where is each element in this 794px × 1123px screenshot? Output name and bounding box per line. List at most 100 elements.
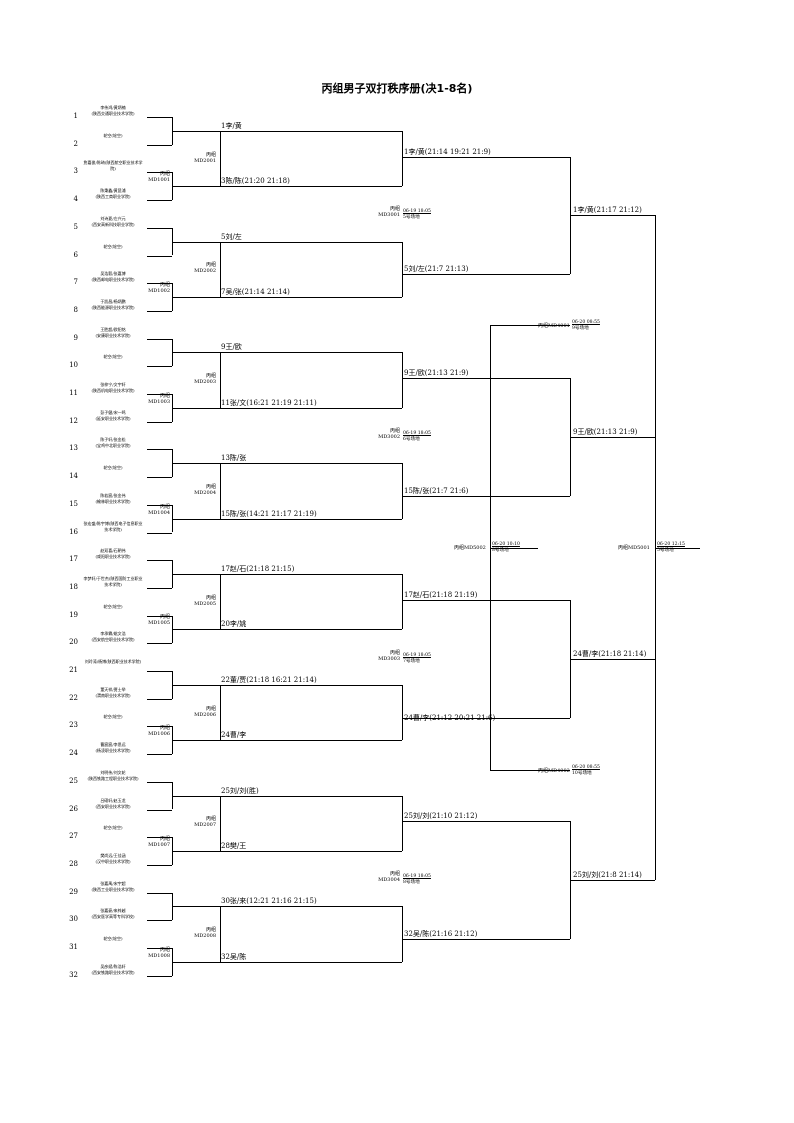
bracket-line (172, 518, 220, 520)
entry-seed: 26 (69, 804, 78, 813)
match-code: 丙组 MD2005 (194, 594, 216, 607)
r1-winner: 25刘/刘(胜) (221, 786, 259, 795)
sf-line (570, 658, 655, 660)
qf-line (402, 717, 570, 719)
match-code: 丙组MD4001 (538, 323, 570, 329)
entry-seed: 3 (73, 167, 78, 176)
bracket-line (172, 407, 220, 409)
r1-winner: 30张/来(12:21 21:16 21:15) (221, 897, 317, 906)
qf-top: 1李/黄(21:14 19:21 21:9) (404, 147, 491, 156)
bracket-line (220, 795, 221, 852)
bracket-line (402, 795, 403, 852)
qf-top: 17赵/石(21:18 21:19) (404, 590, 478, 599)
bracket-line (402, 463, 403, 519)
bracket-line (172, 684, 220, 686)
bracket-line (402, 574, 403, 630)
entry-name: 樊尚远/王佳涵 (汉中职业技术学院) (95, 852, 131, 864)
r1-winner: 5刘/左 (221, 232, 242, 241)
round-line (220, 407, 402, 409)
entry-seed: 27 (69, 832, 78, 841)
bracket-line (490, 325, 491, 770)
sf-line (570, 437, 655, 439)
entry-line (147, 394, 172, 395)
page-title: 丙组男子双打秩序册(决1-8名) (321, 82, 473, 95)
entry-line (147, 421, 172, 423)
bracket-line (172, 837, 173, 865)
round-line (220, 961, 402, 963)
bracket-line (172, 906, 220, 908)
round-line (220, 574, 402, 576)
qf-line (402, 378, 570, 380)
entry-name: 轮空(轮空) (103, 465, 123, 471)
entry-seed: 28 (69, 859, 78, 868)
entry-line (147, 504, 172, 506)
bracket-line (220, 574, 221, 630)
entry-name: 曹宸宸/李思远 (杨凌职业技术学院) (95, 742, 131, 754)
entry-line (147, 227, 172, 229)
bracket-line (172, 726, 173, 755)
entry-line (147, 837, 172, 839)
qf-bottom: 32吴/陈(21:16 21:12) (404, 930, 478, 939)
sf-bottom: 25刘/刘(21:8 21:14) (573, 871, 642, 880)
match-court: 8号场地 (403, 880, 420, 886)
bracket-line (172, 283, 173, 311)
qf-bottom: 5刘/左(21:7 21:13) (404, 265, 469, 274)
entry-seed: 25 (69, 776, 78, 785)
bracket-line (220, 463, 221, 519)
entry-line (147, 144, 172, 146)
entry-seed: 12 (69, 416, 78, 425)
match-code: 丙组 MD3003 (378, 649, 400, 662)
entry-name: 张梓宁/文宇轩 (陕西机电职业技术学院) (91, 382, 135, 393)
entry-line (147, 726, 172, 728)
bracket-line (172, 463, 220, 465)
bracket-line (172, 186, 220, 188)
qf-line (402, 599, 570, 601)
entry-seed: 17 (69, 555, 78, 564)
entry-name: 轮空(轮空) (103, 354, 123, 360)
round-line (220, 629, 402, 631)
entry-seed: 29 (69, 887, 78, 896)
r1-loser: 3陈/陈(21:20 21:18) (221, 177, 290, 186)
round-line (220, 851, 402, 853)
round-line (220, 241, 402, 243)
bracket-line (402, 684, 403, 741)
bracket-line (402, 352, 403, 408)
r1-winner: 9王/欧 (221, 343, 242, 352)
r1-winner: 1李/黄 (221, 121, 242, 130)
match-code: 丙组 MD2006 (194, 705, 216, 718)
bracket-line (172, 629, 220, 631)
match-code: 丙组MD4002 (538, 768, 570, 774)
bracket-line (402, 241, 403, 298)
bracket-line (172, 560, 173, 588)
entry-seed: 23 (69, 721, 78, 730)
entry-name: 张嘉豪/来梓越 (西安医学高等专科学校) (91, 908, 135, 920)
entry-line (147, 310, 172, 312)
third-line (490, 548, 538, 549)
match-court: 5号场地 (403, 215, 420, 221)
final-code: 丙组MD5001 (618, 545, 650, 551)
bracket-line (570, 378, 571, 496)
entry-name: 吕硕轩/赵玉龙 (西安职业技术学院) (95, 797, 131, 809)
entry-seed: 14 (69, 472, 78, 481)
entry-name: 张嘉禹/宋宇超 (陕西工业职业技术学院) (91, 880, 135, 892)
match-code: 丙组 MD3001 (378, 206, 400, 219)
entry-line (147, 615, 172, 617)
entry-line (147, 948, 172, 949)
entry-name: 吴浩毅/张嘉博 (陕西邮电职业技术学院) (91, 271, 135, 283)
bracket-line (655, 326, 656, 770)
r1-loser: 7吴/张(21:14 21:14) (221, 288, 290, 297)
bracket-line (220, 906, 221, 962)
entry-name: 轮空(轮空) (103, 825, 123, 831)
entry-line (147, 117, 172, 118)
entry-seed: 16 (69, 527, 78, 536)
round-line (220, 352, 402, 354)
entry-seed: 22 (69, 693, 78, 702)
match-code: 丙组 MD2001 (194, 151, 216, 164)
match-date: 06-19 18:05 (403, 209, 431, 215)
entry-line (147, 920, 172, 922)
